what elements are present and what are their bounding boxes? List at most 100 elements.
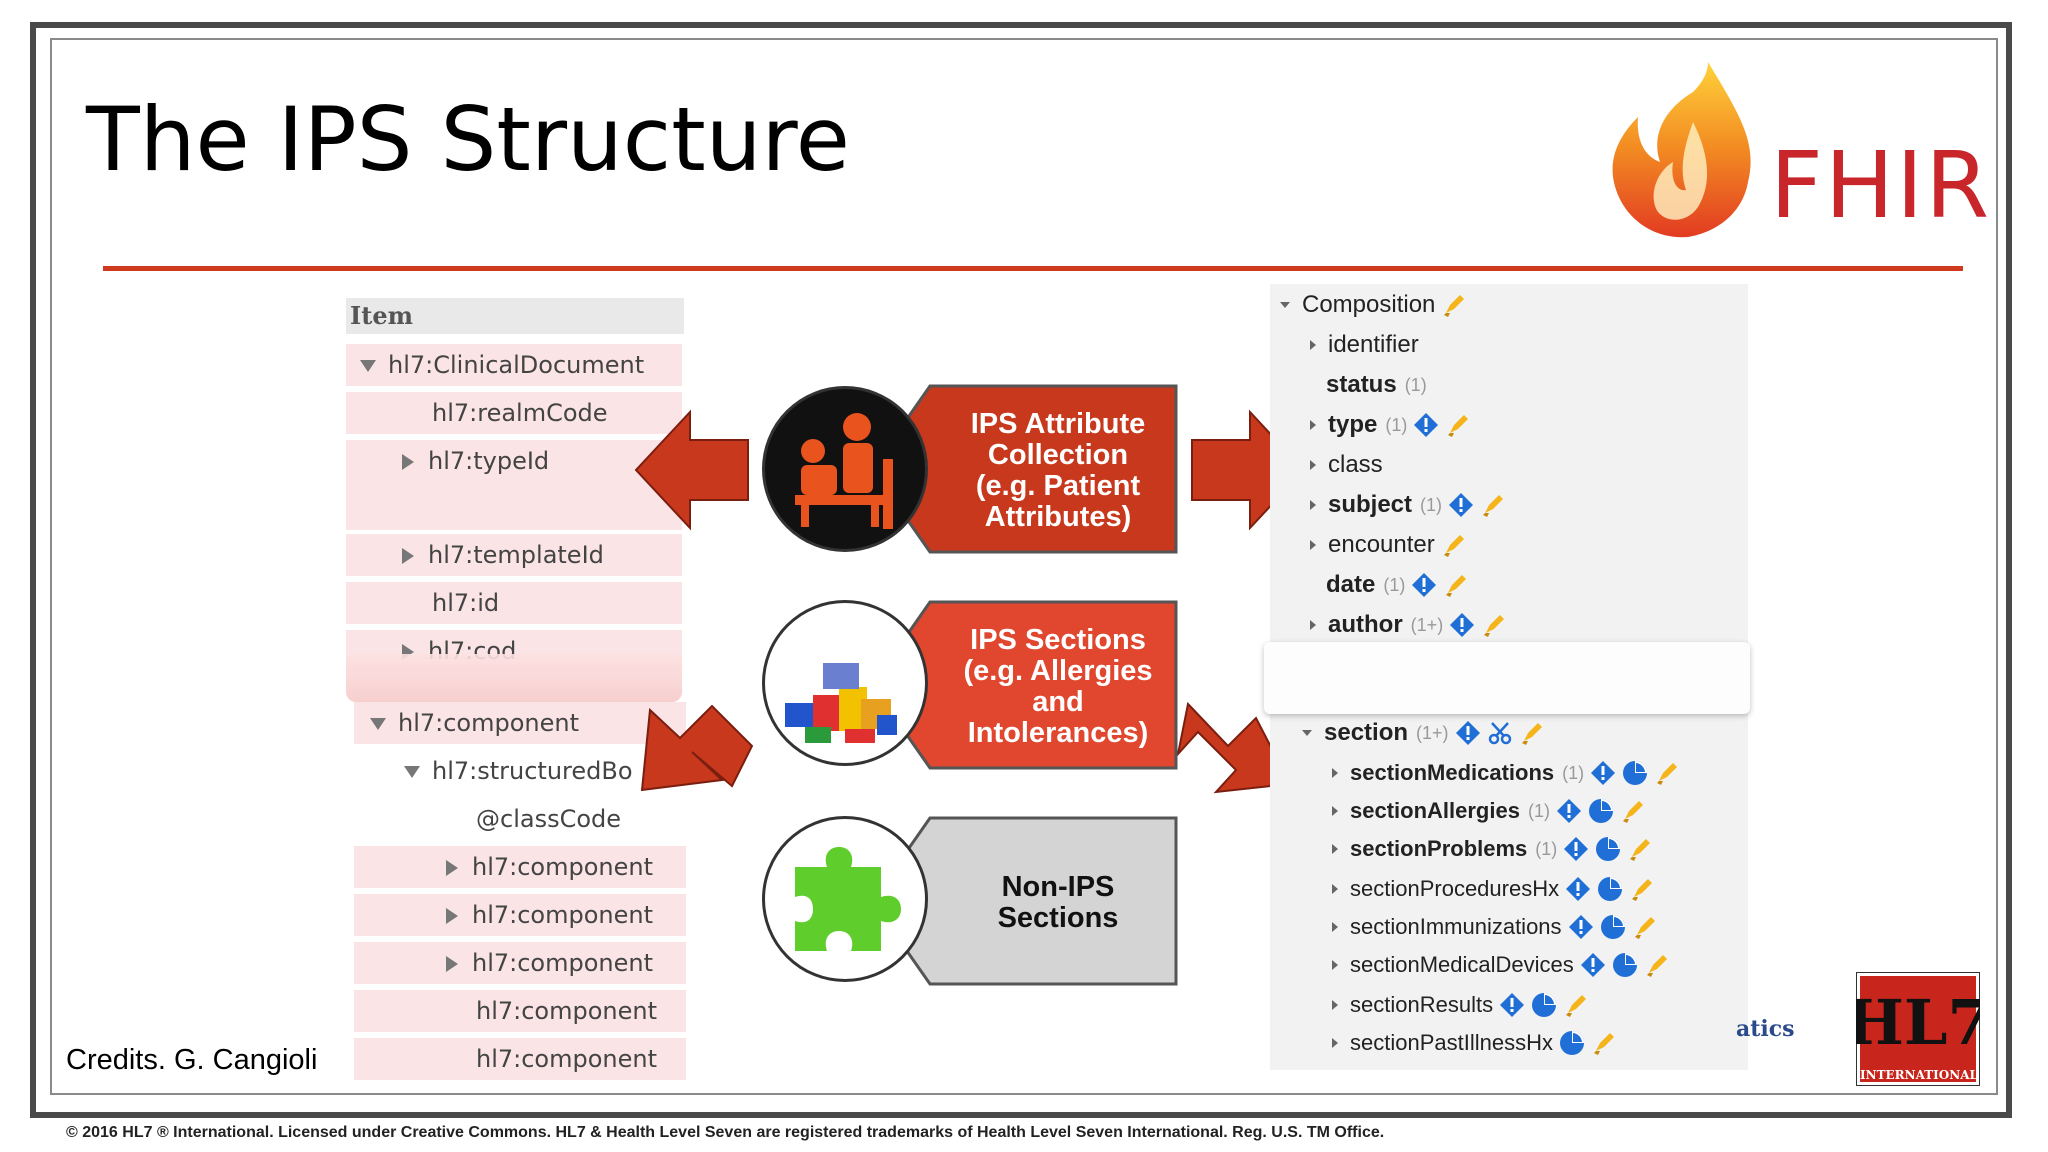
left-tree-row[interactable]: hl7:typeId: [346, 440, 682, 530]
right-tree-row[interactable]: sectionProblems(1): [1332, 832, 1653, 866]
collapsed-caret-icon[interactable]: [1310, 540, 1316, 550]
collapsed-caret-icon[interactable]: [1332, 1000, 1338, 1010]
scissors-icon: [1488, 722, 1511, 745]
info-icon: [1455, 721, 1480, 745]
info-icon: [1449, 493, 1474, 517]
left-tree-row-label: hl7:component: [398, 709, 580, 737]
right-tree-row[interactable]: sectionMedicalDevices: [1332, 948, 1670, 982]
copyright-text: © 2016 HL7 ® International. Licensed und…: [66, 1124, 1385, 1141]
right-tree-row[interactable]: sectionMedications (1): [1332, 756, 1680, 790]
pen-icon: [1630, 839, 1651, 861]
right-tree-row-label: sectionImmunizations: [1350, 914, 1562, 939]
pie-icon: [1612, 953, 1637, 977]
collapsed-triangle-icon[interactable]: [446, 860, 458, 876]
left-tree-row-label: hl7:component: [476, 997, 658, 1025]
puzzle-piece-icon: [762, 816, 928, 982]
cardinality-text: (1): [1562, 763, 1585, 783]
collapsed-triangle-icon[interactable]: [402, 548, 414, 564]
collapsed-caret-icon[interactable]: [1310, 500, 1316, 510]
left-tree-row[interactable]: hl7:component: [354, 942, 686, 984]
collapsed-caret-icon[interactable]: [1332, 922, 1338, 932]
collapsed-caret-icon[interactable]: [1310, 420, 1316, 430]
collapsed-triangle-icon[interactable]: [446, 956, 458, 972]
right-tree-row[interactable]: class: [1310, 448, 1383, 482]
fhir-logo-text: FHIR: [1770, 132, 1992, 239]
right-tree-blurred-row: [1264, 642, 1750, 714]
left-tree-row[interactable]: hl7:component: [354, 894, 686, 936]
left-tree-row[interactable]: hl7:ClinicalDocument: [346, 344, 682, 386]
expanded-caret-icon[interactable]: [1280, 302, 1290, 308]
collapsed-caret-icon[interactable]: [1332, 768, 1338, 778]
ips-attribute-label: IPS Attribute Collection (e.g. Patient A…: [970, 408, 1146, 533]
right-tree-row[interactable]: subject(1): [1310, 488, 1506, 522]
info-icon: [1566, 877, 1591, 901]
right-tree-row[interactable]: type(1): [1310, 408, 1471, 442]
expanded-triangle-icon[interactable]: [404, 766, 420, 778]
right-tree-row-label: sectionMedicalDevices: [1350, 952, 1574, 977]
partial-background-text: atics: [1736, 1016, 1795, 1042]
collapsed-triangle-icon[interactable]: [446, 908, 458, 924]
left-tree-row[interactable]: hl7:structuredBo: [354, 750, 686, 792]
pen-icon: [1622, 801, 1643, 823]
cardinality-text: (1): [1527, 801, 1550, 821]
collapsed-caret-icon[interactable]: [1332, 806, 1338, 816]
expanded-caret-icon[interactable]: [1302, 730, 1312, 736]
right-tree-row[interactable]: sectionResults: [1332, 988, 1589, 1022]
pen-icon: [1566, 995, 1587, 1017]
right-tree-row-label: date: [1326, 571, 1376, 598]
right-tree-row[interactable]: Composition: [1280, 288, 1467, 322]
right-tree-row[interactable]: encounter: [1310, 528, 1467, 562]
left-tree-row[interactable]: hl7:component: [354, 846, 686, 888]
expanded-triangle-icon[interactable]: [360, 360, 376, 372]
ips-sections-label: IPS Sections (e.g. Allergies and Intoler…: [963, 624, 1153, 749]
info-icon: [1580, 953, 1605, 977]
right-tree-row-label: subject: [1328, 491, 1413, 518]
collapsed-caret-icon[interactable]: [1310, 620, 1316, 630]
collapsed-caret-icon[interactable]: [1332, 960, 1338, 970]
right-tree-row[interactable]: sectionAllergies(1): [1332, 794, 1646, 828]
right-tree-row-label: Composition: [1302, 291, 1436, 318]
cardinality-text: (1+): [1416, 723, 1449, 743]
collapsed-caret-icon[interactable]: [1332, 1038, 1338, 1048]
right-tree-row[interactable]: sectionProceduresHx: [1332, 872, 1655, 906]
info-icon: [1564, 837, 1589, 861]
right-tree-row-label: class: [1328, 451, 1383, 478]
non-ips-label: Non-IPS Sections: [997, 871, 1119, 934]
right-tree-row[interactable]: status(1): [1326, 368, 1427, 402]
collapsed-caret-icon[interactable]: [1332, 884, 1338, 894]
left-tree-row[interactable]: hl7:templateId: [346, 534, 682, 576]
cardinality-text: (1): [1404, 375, 1427, 395]
right-tree-row[interactable]: section(1+): [1302, 716, 1545, 750]
right-tree-row[interactable]: sectionPastIllnessHx: [1332, 1026, 1617, 1060]
left-tree-row[interactable]: hl7:component: [354, 702, 686, 744]
pen-icon: [1444, 295, 1465, 317]
pen-icon: [1593, 1033, 1614, 1055]
info-icon: [1568, 915, 1593, 939]
fhir-flame-logo-icon: [1612, 62, 1751, 238]
collapsed-caret-icon[interactable]: [1332, 844, 1338, 854]
right-tree-row-label: sectionPastIllnessHx: [1350, 1030, 1553, 1055]
collapsed-triangle-icon[interactable]: [402, 454, 414, 470]
left-tree-row-label: hl7:typeId: [428, 447, 550, 475]
right-tree-row[interactable]: author(1+): [1310, 608, 1507, 642]
pen-icon: [1484, 615, 1505, 637]
left-tree-row-label: hl7:structuredBo: [432, 757, 633, 785]
pen-icon: [1443, 535, 1464, 557]
left-tree-row-label: hl7:ClinicalDocument: [388, 351, 645, 379]
right-tree-row-label: identifier: [1328, 331, 1419, 358]
right-tree-row-label: sectionResults: [1350, 992, 1494, 1017]
info-icon: [1414, 413, 1439, 437]
right-tree-row-label: sectionProceduresHx: [1350, 876, 1560, 901]
collapsed-caret-icon[interactable]: [1310, 460, 1316, 470]
pie-icon: [1559, 1031, 1584, 1055]
info-icon: [1591, 761, 1616, 785]
expanded-triangle-icon[interactable]: [370, 718, 386, 730]
right-tree-row-label: sectionMedications: [1350, 760, 1555, 785]
right-tree-row[interactable]: identifier: [1310, 328, 1419, 362]
right-tree-row[interactable]: date(1): [1326, 568, 1469, 602]
hl7-logo-caption: INTERNATIONAL: [1860, 1068, 1978, 1082]
collapsed-caret-icon[interactable]: [1310, 340, 1316, 350]
pen-icon: [1483, 495, 1504, 517]
pen-icon: [1521, 723, 1542, 745]
right-tree-row[interactable]: sectionImmunizations: [1332, 910, 1658, 944]
